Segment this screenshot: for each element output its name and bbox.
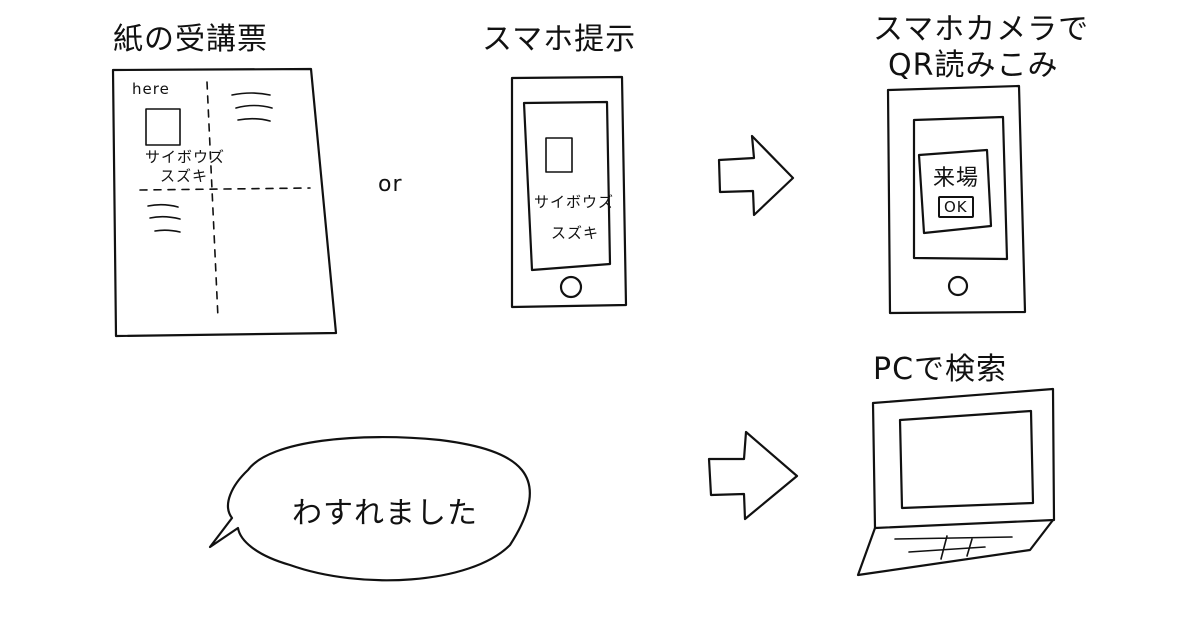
phone-camera-body: [886, 84, 1027, 315]
forgot-text: わすれました: [292, 496, 478, 531]
phone-camera-home-button: [947, 275, 969, 297]
phone-camera-ticket-card: [917, 148, 993, 235]
paper-ticket-vertical-fold: [206, 81, 219, 319]
laptop-screen: [898, 409, 1035, 510]
laptop-base: [856, 518, 1055, 577]
laptop: [856, 387, 1056, 577]
paper-ticket-horizontal-fold: [139, 187, 311, 191]
phone-show-screen: [522, 100, 612, 272]
phone-show-home-button: [559, 275, 583, 299]
paper-name-line2: スズキ: [160, 167, 209, 185]
pc-search-title: PCで検索: [873, 352, 1008, 387]
arrow-to-camera: [717, 134, 795, 217]
phone-show-name-line1: サイボウズ: [534, 193, 615, 211]
camera-screen-text: 来場: [933, 166, 980, 191]
phone-show: [510, 75, 628, 309]
phone-show-name-line2: スズキ: [551, 224, 600, 242]
laptop-keyboard: [894, 535, 1013, 560]
camera-title-line1: スマホカメラで: [873, 12, 1090, 47]
camera-title-line2: QR読みこみ: [888, 48, 1059, 83]
paper-scribble-top-right: [231, 92, 273, 122]
paper-ticket: [111, 67, 338, 338]
arrow-to-pc: [707, 430, 799, 521]
speech-bubble: [208, 436, 531, 582]
phone-camera-screen: [912, 115, 1009, 261]
paper-name-line1: サイボウズ: [145, 148, 226, 166]
paper-ticket-title: 紙の受講票: [113, 22, 268, 57]
phone-qr-code-icon: [545, 137, 573, 173]
paper-qr-code-icon: [145, 108, 181, 146]
camera-ok-badge: OK: [938, 196, 974, 218]
paper-ticket-outline: [111, 67, 338, 338]
paper-scribble-bottom-left: [147, 203, 181, 233]
paper-here-label: here: [132, 80, 170, 98]
or-label: or: [378, 172, 403, 197]
phone-camera: [886, 84, 1027, 315]
phone-show-title: スマホ提示: [482, 22, 637, 57]
phone-show-body: [510, 75, 628, 309]
